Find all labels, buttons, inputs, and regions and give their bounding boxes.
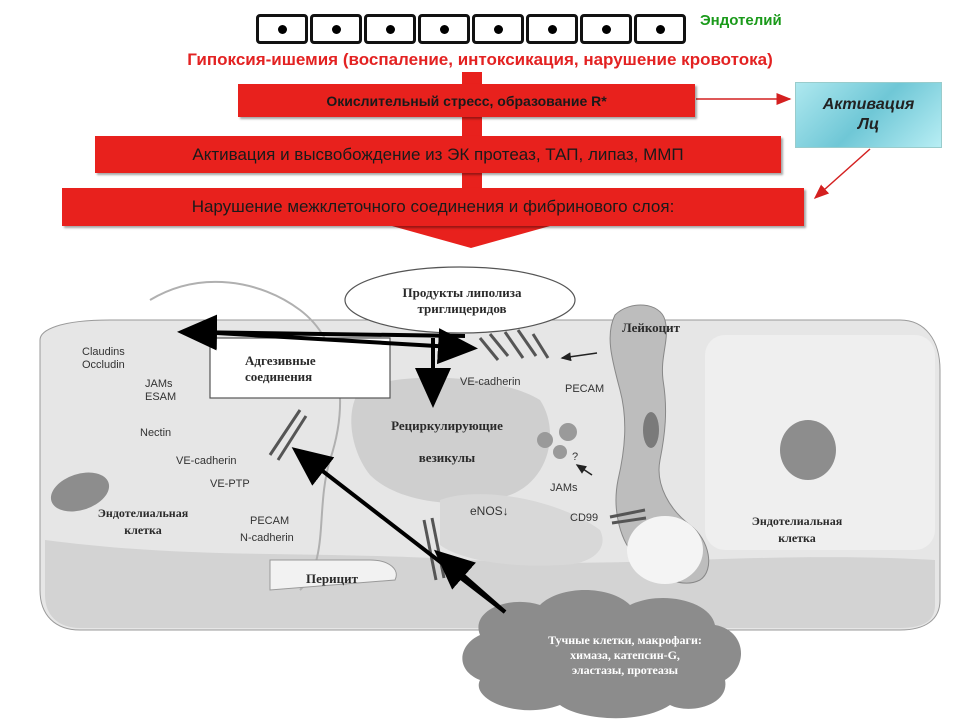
protein-label-cd99: CD99: [570, 512, 599, 524]
endothelial-cell-left-label: Эндотелиальная клетка: [88, 505, 198, 539]
endothelial-cell-left-line: клетка: [124, 523, 162, 537]
endothelial-cell-right-line: клетка: [778, 531, 816, 545]
lc-box-line1: Активация: [822, 96, 915, 113]
nucleus-icon: [655, 24, 665, 34]
lipolysis-line: триглицеридов: [417, 301, 507, 316]
protein-label-jams-right: JAMs: [550, 482, 578, 494]
protein-label-ncadherin: N-cadherin: [240, 532, 294, 544]
basement-layer: [45, 540, 935, 628]
adhesive-label: Адгезивные соединения: [245, 353, 316, 385]
recycling-line: везикулы: [418, 450, 476, 465]
small-arrow-icon: [575, 464, 593, 476]
step-oxidative-stress: Окислительный стресс, образование R*: [238, 84, 695, 117]
nucleus-icon: [331, 24, 341, 34]
vesicle-icon: [559, 423, 577, 441]
protein-label-pecam: PECAM: [250, 515, 290, 527]
protein-label-jams: JAMs: [145, 378, 173, 390]
protein-label-vecadherin: VE-cadherin: [176, 455, 237, 467]
mast-line: Тучные клетки, макрофаги:: [548, 633, 702, 647]
junction-illustration: [39, 266, 941, 719]
lipolysis-line: Продукты липолиза: [402, 285, 522, 300]
mast-line: химаза, катепсин-G,: [570, 648, 680, 662]
adhesive-line: соединения: [245, 369, 313, 384]
endothelial-cell: [310, 14, 362, 44]
mast-cell-label: Тучные клетки, макрофаги: химаза, катепс…: [540, 633, 710, 678]
protein-label-pecam-right: PECAM: [565, 383, 605, 395]
step-activation-release: Активация и высвобождение из ЭК протеаз,…: [95, 136, 781, 173]
enos-region: [440, 494, 603, 566]
nucleus-icon: [493, 24, 503, 34]
connector-stem: [462, 173, 482, 188]
down-arrow-icon: [392, 226, 550, 248]
endothelial-cell: [364, 14, 416, 44]
protein-label-veptp: VE-PTP: [210, 478, 250, 490]
recycling-label: Рециркулирующие везикулы: [372, 410, 522, 474]
endothelial-cell: [634, 14, 686, 44]
page-title: Гипоксия-ишемия (воспаление, интоксикаци…: [187, 50, 773, 69]
nucleus-icon: [601, 24, 611, 34]
enos-label: eNOS↓: [470, 504, 509, 518]
vesicle-icon: [553, 445, 567, 459]
endothelial-cell: [580, 14, 632, 44]
protein-label-vecadherin-right: VE-cadherin: [460, 376, 521, 388]
protein-label-esam: ESAM: [145, 391, 177, 403]
vesicle-icon: [537, 432, 553, 448]
recycling-line: Рециркулирующие: [391, 418, 503, 433]
leukocyte-shape: [609, 304, 710, 584]
endothelial-cell: [418, 14, 470, 44]
nucleus-left-icon: [50, 472, 110, 512]
arrow-from-lc-icon: [813, 148, 871, 199]
protein-label-occludin: Occludin: [82, 359, 125, 371]
lipolysis-label: Продукты липолиза триглицеридов: [372, 285, 552, 317]
connector-stem: [462, 117, 482, 136]
protein-label-claudins: Claudins: [82, 346, 125, 358]
question-mark: ?: [572, 451, 579, 463]
pericyte-label: Перицит: [306, 571, 358, 586]
leukocyte-label: Лейкоцит: [622, 320, 681, 335]
vesicle-blob: [351, 377, 550, 504]
leukocyte-activation-box: Активация Лц: [795, 82, 942, 148]
mast-cell-cloud: [462, 590, 742, 719]
endothelial-cell-left-line: Эндотелиальная: [97, 506, 189, 520]
endothelial-cell-right-label: Эндотелиальная клетка: [742, 513, 852, 547]
protein-label-nectin: Nectin: [140, 427, 172, 439]
endothelial-cell-right-line: Эндотелиальная: [751, 514, 843, 528]
leukocyte-nucleus-icon: [643, 412, 659, 448]
endothelium-cells-row: [256, 14, 686, 44]
endothelial-cell: [526, 14, 578, 44]
pericyte-shape: [269, 559, 397, 591]
endothelial-cell: [472, 14, 524, 44]
adhesive-line: Адгезивные: [245, 353, 316, 368]
small-arrow-icon: [560, 352, 598, 362]
arrow-to-vecadherin-icon: [199, 328, 478, 365]
endothelial-cell: [256, 14, 308, 44]
arrow-to-ncadherin-icon: [433, 549, 507, 614]
nucleus-icon: [277, 24, 287, 34]
nucleus-right-icon: [780, 420, 836, 480]
nucleus-icon: [547, 24, 557, 34]
endothelium-label: Эндотелий: [700, 12, 782, 29]
mast-line: эластазы, протеазы: [571, 663, 679, 677]
flow-connectors: [392, 72, 871, 248]
nucleus-icon: [439, 24, 449, 34]
connector-stem: [462, 72, 482, 84]
step-junction-disruption: Нарушение межклеточного соединения и фиб…: [62, 188, 804, 226]
nucleus-icon: [385, 24, 395, 34]
leukocyte-bubble: [627, 516, 703, 584]
lc-box-line2: Лц: [857, 116, 880, 133]
